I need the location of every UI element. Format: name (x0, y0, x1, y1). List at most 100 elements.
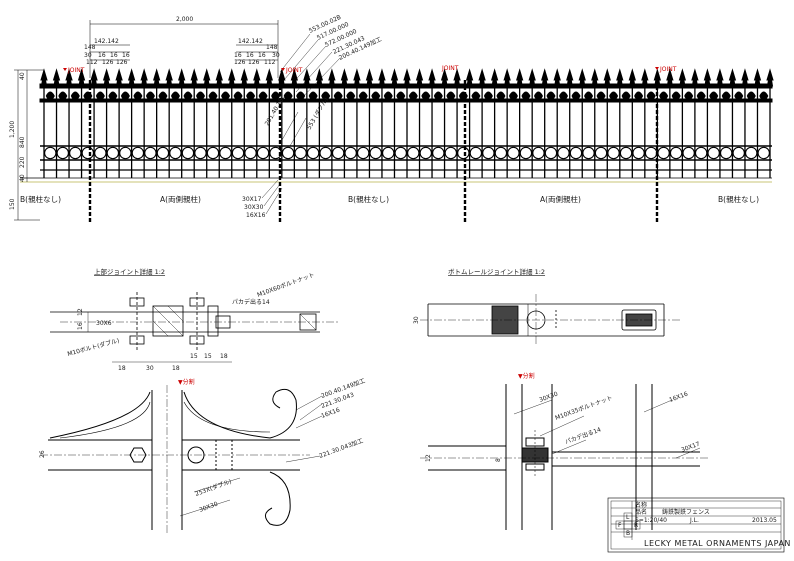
detail-left-lower-dim: 26 (39, 450, 46, 458)
dim-left-bot-2: 126 (116, 59, 128, 66)
finial (52, 68, 61, 87)
ring-ornament (194, 146, 207, 160)
rail-ornament (196, 91, 206, 101)
ring-ornament (719, 146, 733, 160)
ring-ornament (407, 146, 420, 160)
tb-row3c: 2013.05 (752, 517, 777, 524)
ring-ornament (494, 146, 508, 160)
detail-left-lower-5: 30X30 (198, 501, 219, 514)
ring-ornament (432, 146, 445, 160)
finial (440, 68, 449, 87)
svg-text:JOINT: JOINT (67, 67, 85, 74)
rail-ornament (596, 91, 606, 101)
ring-ornament (544, 146, 558, 160)
finial (127, 68, 136, 87)
ring-ornament (181, 146, 195, 160)
joint-marker: JOINT (63, 67, 85, 74)
rail-ornament (246, 91, 256, 101)
detail-right-split: ▼分割 (518, 372, 535, 380)
ring-ornament (106, 146, 120, 160)
rail-ornament (671, 91, 681, 101)
tb-mark-1: F (618, 522, 622, 529)
rail-ornament (696, 91, 706, 101)
section-label-4: B(親柱なし) (718, 194, 759, 204)
rail-ornament (371, 91, 381, 101)
dim-left-sub-1: 16 (98, 52, 106, 59)
rail-ornament (45, 91, 55, 101)
ring-ornament (469, 146, 483, 160)
rail-ornament (408, 91, 418, 101)
ring-ornament (394, 146, 407, 160)
ring-ornament (632, 146, 645, 160)
dim-right-mid: 148 (266, 44, 278, 51)
rail-ornament (546, 91, 556, 101)
ring-ornament (507, 146, 520, 160)
rail-ornament (208, 91, 218, 101)
finial (165, 68, 173, 87)
detail-left-label-0: M10X60ボルトナット (256, 271, 316, 299)
ring-ornament (619, 146, 633, 160)
rail-ornament (659, 91, 669, 101)
detail-right-lower-3: 16X16 (668, 391, 689, 404)
ring-ornament (169, 146, 182, 160)
detail-left-label-2: M10ボルト(ダブル) (66, 336, 120, 358)
detail-left-dim-h-4: 15 (204, 353, 212, 360)
detail-left-plan (50, 292, 340, 363)
rail-ornament (346, 91, 356, 101)
ring-ornament (669, 146, 683, 160)
section-label-1: A(両側親柱) (160, 194, 201, 204)
dim-right-sub-2: 16 (258, 52, 266, 59)
detail-left-dim-v-1: 12 (77, 308, 84, 316)
rail-ornament (396, 91, 406, 101)
ring-ornament (557, 146, 570, 160)
tb-row2-label: 品名 (635, 508, 647, 516)
ring-ornament (156, 146, 170, 160)
title-block (607, 497, 785, 553)
rail-ornament (609, 91, 619, 101)
ring-ornament (419, 146, 432, 160)
dim-h-mid: 840 (19, 136, 26, 148)
dim-right-sub-0: 16 (234, 52, 242, 59)
ring-ornament (94, 146, 107, 160)
finial (365, 68, 374, 87)
dim-left-sub-0: 30 (84, 52, 92, 59)
detail-left-split: ▼分割 (178, 378, 195, 386)
ring-ornament (369, 146, 382, 160)
ring-ornament (482, 146, 495, 160)
detail-right-elevation (420, 384, 710, 530)
dim-right-sub-1: 16 (246, 52, 254, 59)
detail-left-dim-h-2: 18 (172, 365, 180, 372)
detail-left-dim-h-5: 18 (220, 353, 228, 360)
finial (403, 68, 411, 87)
top-dimensions (14, 20, 279, 221)
finial (152, 68, 161, 87)
rail-ornament (684, 91, 694, 101)
rail-ornament (383, 91, 393, 101)
ring-ornament (69, 146, 82, 160)
section-label-3: A(両側親柱) (540, 194, 581, 204)
ring-ornament (281, 146, 295, 160)
finial (553, 68, 561, 87)
leader-lines (261, 33, 341, 215)
svg-text:JOINT: JOINT (285, 67, 303, 74)
detail-left-lower-3: 221.30.043加工 (318, 437, 364, 460)
rail-ornament (145, 91, 155, 101)
detail-right-plan (420, 294, 680, 346)
ring-ornament (356, 146, 370, 160)
ring-ornament (56, 146, 69, 160)
leader-left-1: 30X30 (244, 204, 264, 211)
finial (766, 68, 774, 87)
finial (415, 68, 424, 87)
finial (378, 68, 386, 87)
ring-ornament (206, 146, 220, 160)
ring-ornament (344, 146, 357, 160)
finial (340, 68, 349, 87)
detail-right-dim-v: 30 (413, 316, 420, 324)
finial (453, 68, 461, 87)
rail-ornament (133, 91, 143, 101)
dim-right-sub-3: 30 (272, 52, 280, 59)
detail-left-title: 上部ジョイント詳細 1:2 (94, 267, 165, 276)
rail-ornament (471, 91, 481, 101)
rail-ornament (70, 91, 80, 101)
tb-row3: S=1:20/40 (635, 517, 667, 524)
